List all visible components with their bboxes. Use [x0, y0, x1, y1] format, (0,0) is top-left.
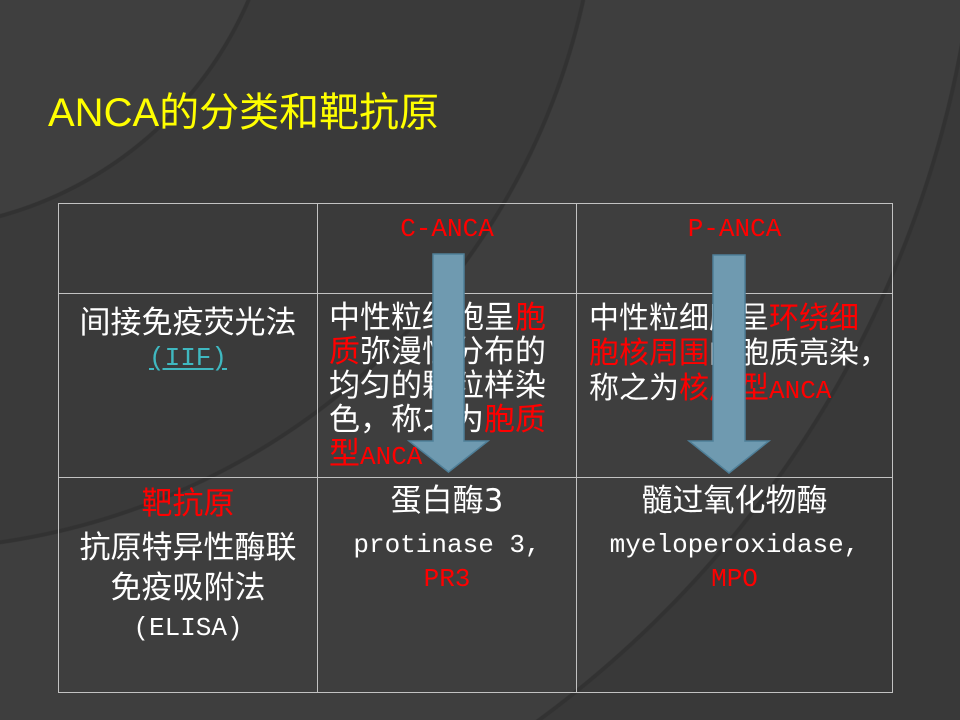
text-line: (IIF) [59, 341, 317, 376]
text-line: 中性粒细胞呈环绕细 [589, 301, 892, 336]
elisa-method-text: 免疫吸附法 [110, 570, 266, 606]
target-antigen-method-cell: 靶抗原 抗原特异性酶联 免疫吸附法 (ELISA) [59, 478, 318, 693]
text-run: 的胞质亮染， [709, 336, 889, 371]
anca-classification-table: C-ANCA P-ANCA 间接免疫荧光法 (IIF) 中性粒细胞呈胞 质弥漫性… [58, 203, 893, 693]
c-anca-antigen-cell: 蛋白酶3 protinase 3, PR3 [318, 478, 577, 693]
text-run: 中性粒细胞呈 [589, 301, 769, 336]
text-run: ANCA [360, 442, 423, 472]
text-line: 蛋白酶3 [318, 482, 576, 520]
iif-method-cell: 间接免疫荧光法 (IIF) [59, 294, 318, 478]
c-anca-header-cell: C-ANCA [318, 204, 577, 294]
text-line: 靶抗原 [59, 484, 317, 524]
slide-title: ANCA的分类和靶抗原 [48, 91, 440, 135]
text-run: 质 [329, 334, 360, 370]
text-line: 胞核周围的胞质亮染， [589, 336, 892, 371]
text-line: protinase 3, [318, 528, 576, 562]
antigen-name-english: myeloperoxidase, [609, 530, 860, 560]
text-line: 色，称之为胞质 [329, 403, 576, 437]
text-line: myeloperoxidase, [577, 528, 892, 562]
header-line: P-ANCA [577, 212, 892, 246]
elisa-abbreviation: (ELISA) [133, 613, 243, 643]
antigen-abbreviation: MPO [711, 564, 758, 594]
text-line: 质弥漫性分布的 [329, 335, 576, 369]
text-run: 型 [329, 436, 360, 472]
text-run: 均匀的颗粒样染 [329, 368, 546, 404]
p-anca-header: P-ANCA [687, 214, 782, 244]
text-run: 核周型 [679, 371, 769, 406]
text-run: 中性粒细胞呈 [329, 300, 515, 336]
target-antigen-label: 靶抗原 [141, 486, 235, 522]
p-anca-antigen-cell: 髓过氧化物酶 myeloperoxidase, MPO [577, 478, 893, 693]
table-corner-cell [59, 204, 318, 294]
iif-method-label: 间接免疫荧光法 [79, 305, 297, 341]
text-line: 髓过氧化物酶 [577, 482, 892, 520]
text-run: 胞 [515, 300, 546, 336]
antigen-name: 蛋白酶3 [390, 483, 504, 519]
text-run: ANCA [769, 376, 832, 406]
header-line: C-ANCA [318, 212, 576, 246]
antigen-abbreviation: PR3 [423, 564, 471, 594]
elisa-method-text: 抗原特异性酶联 [79, 530, 297, 566]
text-line: 抗原特异性酶联 [59, 528, 317, 568]
text-line: 中性粒细胞呈胞 [329, 301, 576, 335]
text-run: 弥漫性分布的 [360, 334, 546, 370]
text-run: 胞核周围 [589, 336, 709, 371]
iif-abbreviation-link[interactable]: (IIF) [148, 343, 227, 373]
p-anca-header-cell: P-ANCA [577, 204, 893, 294]
text-line: MPO [577, 562, 892, 596]
text-run: 色，称之为 [329, 402, 484, 438]
antigen-name-english: protinase 3, [353, 530, 541, 560]
text-line: (ELISA) [59, 608, 317, 648]
text-line: 免疫吸附法 [59, 568, 317, 608]
text-run: 称之为 [589, 371, 679, 406]
text-run: 胞质 [484, 402, 546, 438]
text-run: 环绕细 [769, 301, 859, 336]
text-line: 均匀的颗粒样染 [329, 369, 576, 403]
text-line: 间接免疫荧光法 [59, 306, 317, 341]
text-line: PR3 [318, 562, 576, 596]
c-anca-header: C-ANCA [400, 214, 494, 244]
antigen-name: 髓过氧化物酶 [641, 483, 828, 519]
